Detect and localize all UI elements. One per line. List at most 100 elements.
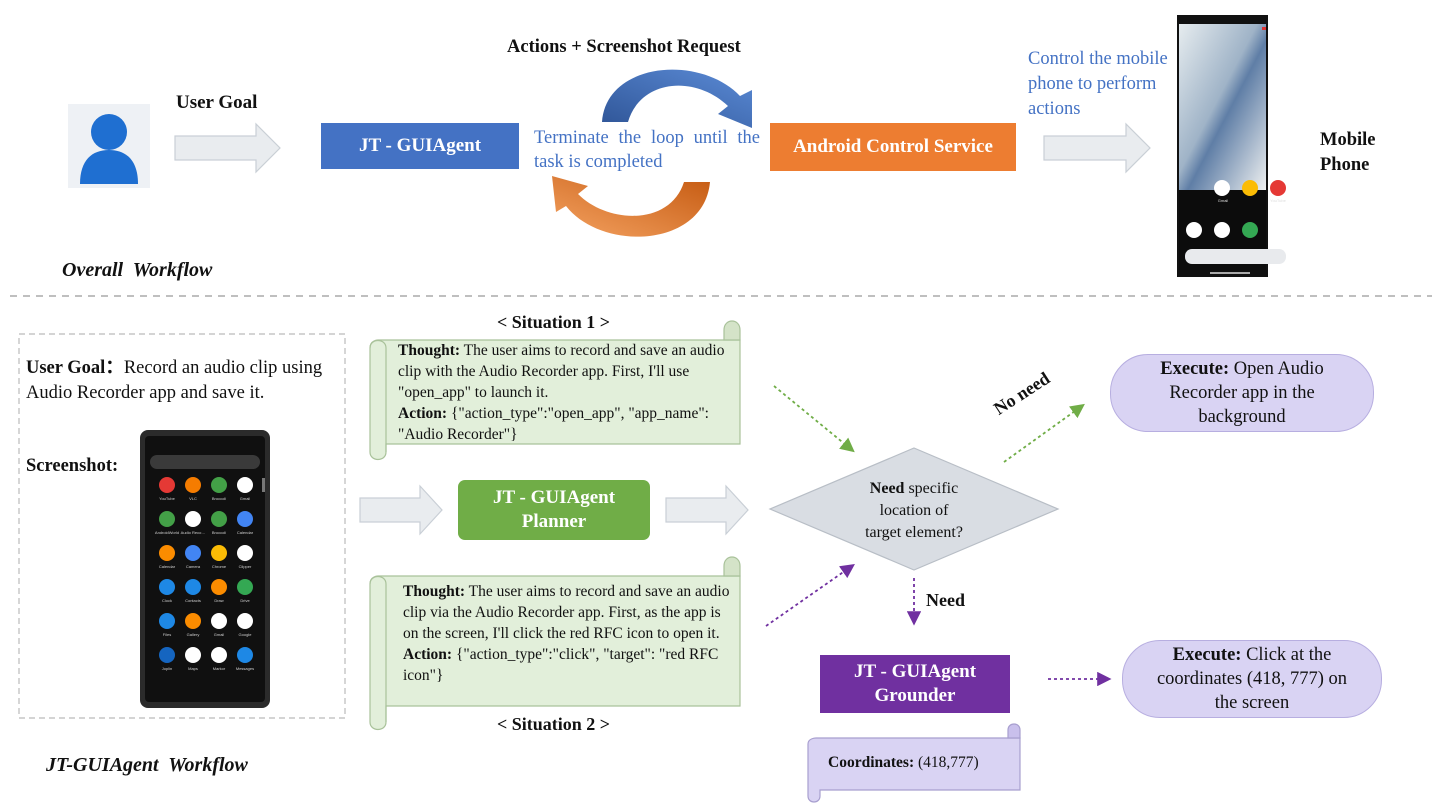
- grounder-box: JT - GUIAgent Grounder: [820, 655, 1010, 713]
- app-icon: [159, 477, 175, 493]
- app-icon-label: VLC: [189, 496, 197, 501]
- jt-guiagent-label: JT - GUIAgent: [358, 135, 482, 156]
- user-goal-label: User Goal: [176, 92, 258, 113]
- loop-arc-blue: [602, 69, 752, 128]
- arrow-user-to-agent: [174, 122, 281, 174]
- app-icon-label: Calendar: [237, 530, 254, 535]
- planner-line1: JT - GUIAgent: [492, 487, 616, 508]
- android-control-label: Android Control Service: [793, 136, 993, 157]
- app-icon: [159, 579, 175, 595]
- situation2-content: Thought: The user aims to record and sav…: [403, 581, 737, 686]
- app-icon-label: Messages: [236, 666, 254, 671]
- app-icon: [185, 613, 201, 629]
- execute1-text: Open Audio Recorder app in the backgroun…: [1169, 359, 1324, 427]
- app-icon-label: Maps: [188, 666, 198, 671]
- mobile-phone-line2: Phone: [1320, 155, 1370, 175]
- situation2-label: < Situation 2 >: [497, 714, 611, 734]
- planner-box: JT - GUIAgent Planner: [458, 480, 650, 540]
- app-icon-label: Broccoli: [212, 496, 226, 501]
- app-icon: [237, 477, 253, 493]
- execute2-text: Click at the coordinates (418, 777) on t…: [1156, 645, 1348, 713]
- jt-guiagent-workflow-caption: JT-GUIAgent Workflow: [46, 754, 248, 776]
- app-icon-label: Gmail: [214, 632, 225, 637]
- app-icon: [159, 647, 175, 663]
- s1-thought-text: The user aims to record and save an audi…: [398, 342, 725, 401]
- need-label: Need: [926, 590, 965, 610]
- coordinates-value: (418,777): [917, 754, 979, 771]
- execute1-label: Execute:: [1160, 359, 1230, 379]
- control-text: Control the mobile phone to perform acti…: [1028, 49, 1168, 119]
- phone-screenshot: [140, 430, 270, 708]
- arrow-service-to-phone: [1043, 122, 1151, 174]
- situation1-content: Thought: The user aims to record and sav…: [398, 340, 734, 445]
- app-icon: [185, 511, 201, 527]
- s2-action: Action: {"action_type":"click", "target"…: [403, 644, 737, 686]
- app-icon-label: Calendar: [159, 564, 176, 569]
- app-icon-label: Gmail: [240, 496, 251, 501]
- app-icon: [237, 545, 253, 561]
- user-goal-text: User Goal：Record an audio clip using Aud…: [26, 356, 338, 406]
- android-control-box: Android Control Service: [770, 123, 1016, 171]
- s2-action-label: Action:: [403, 646, 453, 663]
- s1-action-label: Action:: [398, 405, 448, 422]
- mobile-phone-line1: Mobile: [1320, 130, 1376, 150]
- s2-action-text: {"action_type":"click", "target": "red R…: [403, 646, 719, 684]
- app-icon: [237, 613, 253, 629]
- scroll-bubble-2: [369, 556, 741, 731]
- s2-thought: Thought: The user aims to record and sav…: [403, 581, 737, 644]
- phone-app-label-3: YouTube: [1270, 198, 1286, 203]
- arrow-situation2-to-decision: [765, 563, 855, 627]
- situation1-label: < Situation 1 >: [497, 312, 611, 332]
- decision-text: Need specific location of target element…: [834, 478, 994, 544]
- app-icon: [185, 647, 201, 663]
- coordinates-label: Coordinates:: [828, 754, 915, 771]
- execute1-box: Execute: Open Audio Recorder app in the …: [1110, 354, 1374, 432]
- s2-thought-label: Thought:: [403, 583, 466, 600]
- app-icon-label: Contacts: [185, 598, 201, 603]
- app-icon-label: Markor: [213, 666, 226, 671]
- mobile-phone-top: [1177, 15, 1286, 277]
- app-icon: [185, 477, 201, 493]
- app-icon: [211, 545, 227, 561]
- app-icon-label: Clock: [162, 598, 172, 603]
- arrow-planner-to-decision: [665, 484, 749, 536]
- decision-diamond: [768, 447, 1060, 571]
- app-icon-label: Camera: [186, 564, 201, 569]
- execute2-box: Execute: Click at the coordinates (418, …: [1122, 640, 1382, 718]
- decision-bold: Need: [869, 480, 905, 497]
- app-icon: [211, 613, 227, 629]
- app-icon: [211, 477, 227, 493]
- grounder-line1: JT - GUIAgent: [853, 661, 977, 682]
- app-icon: [211, 647, 227, 663]
- arrow-screenshot-to-planner: [359, 484, 443, 536]
- app-icon: [237, 647, 253, 663]
- loop-text: Terminate the loop until the task is com…: [534, 128, 760, 172]
- loop-arc-orange: [552, 176, 710, 237]
- app-icon-label: Drive: [240, 598, 250, 603]
- app-icon-label: Files: [163, 632, 171, 637]
- scroll-bubble-1: [369, 320, 741, 461]
- app-icon: [237, 511, 253, 527]
- app-icon-label: Draw: [214, 598, 223, 603]
- app-icon: [159, 613, 175, 629]
- coordinates-text: Coordinates: (418,777): [828, 754, 979, 772]
- app-icon-label: Joplin: [162, 666, 172, 671]
- app-icon-label: Broccoli: [212, 530, 226, 535]
- s2-thought-text: The user aims to record and save an audi…: [403, 583, 730, 642]
- grounder-line2: Grounder: [874, 685, 956, 706]
- arrow-decision-to-execute1: [1003, 403, 1085, 463]
- app-icon: [185, 545, 201, 561]
- decision-rest2: location of: [879, 502, 949, 519]
- app-icon-label: AndroidWorld: [155, 530, 179, 535]
- s1-thought: Thought: The user aims to record and sav…: [398, 340, 734, 403]
- app-icon: [159, 511, 175, 527]
- app-icon-label: Chrome: [212, 564, 227, 569]
- jt-guiagent-box: JT - GUIAgent: [321, 123, 519, 169]
- app-icon: [237, 579, 253, 595]
- coordinates-scroll: [807, 723, 1021, 803]
- detail-user-goal-label: User Goal：: [26, 358, 124, 378]
- app-icon-label: Gallery: [187, 632, 200, 637]
- decision-rest3: target element?: [865, 524, 963, 541]
